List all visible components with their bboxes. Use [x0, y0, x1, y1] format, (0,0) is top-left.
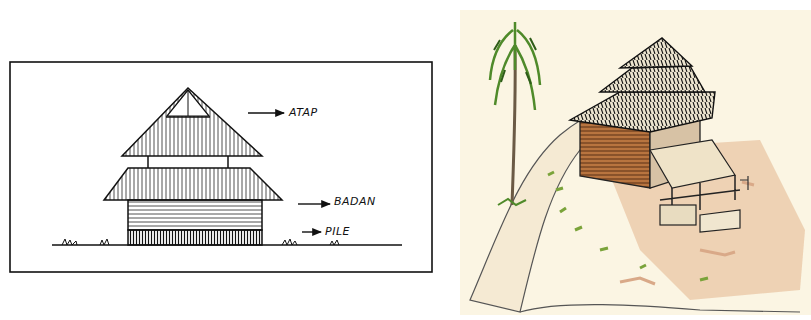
perspective-sketch	[460, 10, 811, 315]
gable-post	[188, 90, 189, 116]
gable	[167, 90, 209, 116]
part-label: PILE	[325, 226, 350, 238]
lower-roof	[104, 168, 282, 200]
upper-post	[227, 156, 229, 168]
tree-foliage	[490, 22, 540, 110]
leader-arrow	[302, 231, 321, 232]
leader-arrow	[298, 203, 330, 204]
part-label: BADAN	[334, 196, 376, 208]
paper-background	[460, 10, 811, 315]
grass-tufts	[62, 239, 339, 245]
upper-roof	[122, 88, 262, 156]
post-sign	[740, 176, 748, 190]
house-body	[128, 200, 262, 230]
sketch-frame	[10, 62, 432, 272]
porch-bench	[660, 205, 696, 225]
upper-roof	[620, 38, 692, 68]
road-edge	[520, 305, 800, 312]
tree-base-grass	[498, 199, 526, 205]
lower-roof	[570, 92, 715, 132]
leader-arrow	[248, 112, 284, 113]
middle-roof	[600, 66, 705, 92]
porch-step	[700, 210, 740, 232]
tree-foliage-dark	[494, 38, 536, 84]
elevation-sketch	[10, 62, 432, 272]
upper-post	[147, 156, 149, 168]
porch-roof	[650, 140, 735, 188]
part-label: ATAP	[289, 107, 318, 119]
roadside-grass	[548, 172, 708, 280]
house-piles	[128, 230, 262, 245]
